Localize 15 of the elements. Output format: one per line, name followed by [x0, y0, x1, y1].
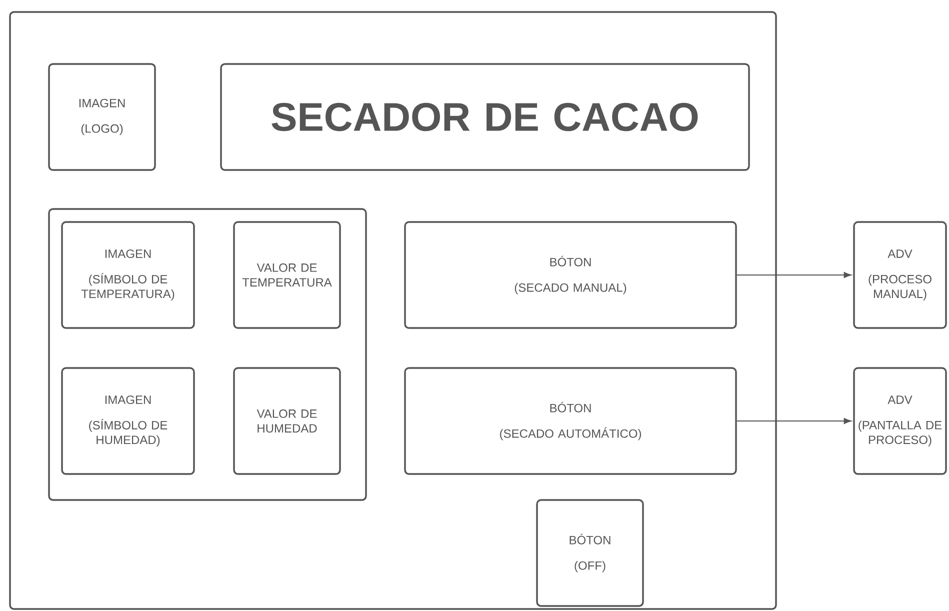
button-box: BÓTON (SECADO AUTOMÁTICO): [404, 367, 737, 475]
value-box: VALOR DE TEMPERATURA: [233, 221, 341, 329]
screen-frame: [9, 11, 777, 610]
placeholder-box: IMAGEN (LOGO): [48, 63, 156, 171]
screen-box: ADV (PROCESO MANUAL): [853, 221, 947, 329]
screen-box: ADV (PANTALLA DE PROCESO): [853, 367, 947, 475]
placeholder-box: IMAGEN (SÍMBOLO DE HUMEDAD): [61, 367, 195, 475]
button-box: BÓTON (SECADO MANUAL): [404, 221, 737, 329]
arrow: [736, 418, 852, 424]
button-box: BÓTON (OFF): [536, 499, 644, 607]
value-box: VALOR DE HUMEDAD: [233, 367, 341, 475]
placeholder-box: IMAGEN (SÍMBOLO DE TEMPERATURA): [61, 221, 195, 329]
sensor-panel: [48, 208, 367, 501]
title-box: SECADOR DE CACAO: [220, 63, 750, 171]
arrow: [736, 272, 852, 278]
